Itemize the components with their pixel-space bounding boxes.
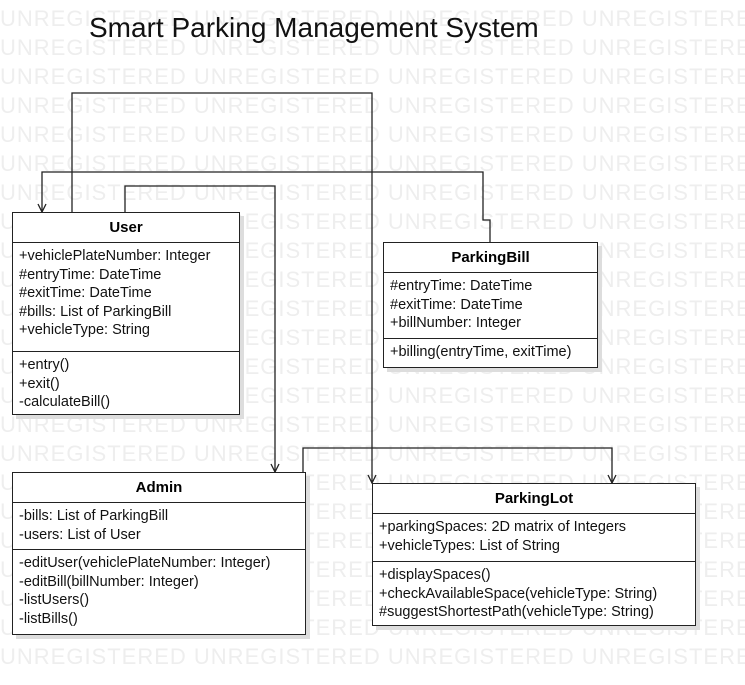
attribute: #bills: List of ParkingBill xyxy=(19,303,172,320)
class-parkinglot-operations: +displaySpaces() +checkAvailableSpace(ve… xyxy=(373,561,695,625)
class-parkingbill-attributes: #entryTime: DateTime #exitTime: DateTime… xyxy=(384,273,597,338)
attribute: #exitTime: DateTime xyxy=(390,296,523,313)
class-admin[interactable]: Admin -bills: List of ParkingBill -users… xyxy=(12,472,306,635)
attribute: #entryTime: DateTime xyxy=(19,266,162,283)
watermark-row: UNREGISTERED UNREGISTERED UNREGISTERED U… xyxy=(0,35,745,60)
operation: +exit() xyxy=(19,375,60,392)
class-parkingbill[interactable]: ParkingBill #entryTime: DateTime #exitTi… xyxy=(383,242,598,368)
operation: -listBills() xyxy=(19,610,78,627)
class-admin-name: Admin xyxy=(13,473,305,503)
operation: -listUsers() xyxy=(19,592,90,608)
attribute: +billNumber: Integer xyxy=(390,315,521,331)
operation: +entry() xyxy=(19,357,70,373)
watermark-row: UNREGISTERED UNREGISTERED UNREGISTERED U… xyxy=(0,6,745,31)
class-user[interactable]: User +vehiclePlateNumber: Integer #entry… xyxy=(12,212,240,415)
edge-user-parkinglot xyxy=(71,92,372,483)
operation: -editUser(vehiclePlateNumber: Integer) xyxy=(19,555,271,571)
class-user-operations: +entry() +exit() -calculateBill() xyxy=(13,351,239,415)
attribute: #exitTime: DateTime xyxy=(19,285,152,301)
watermark-row: UNREGISTERED UNREGISTERED UNREGISTERED U… xyxy=(0,64,745,89)
attribute: +vehicleType: String xyxy=(19,322,150,338)
class-parkinglot-name: ParkingLot xyxy=(373,484,695,514)
watermark-row: UNREGISTERED UNREGISTERED UNREGISTERED U… xyxy=(0,644,745,669)
operation: -calculateBill() xyxy=(19,394,111,410)
class-parkinglot-attributes: +parkingSpaces: 2D matrix of Integers +v… xyxy=(373,514,695,561)
attribute: +vehicleTypes: List of String xyxy=(379,537,560,554)
attribute: -bills: List of ParkingBill xyxy=(19,508,169,524)
attribute: +vehiclePlateNumber: Integer xyxy=(19,248,211,264)
edge-user-admin xyxy=(124,185,275,472)
operation: #suggestShortestPath(vehicleType: String… xyxy=(379,604,654,620)
operation: +displaySpaces() xyxy=(379,567,491,583)
operation: +checkAvailableSpace(vehicleType: String… xyxy=(379,585,658,602)
class-user-name: User xyxy=(13,213,239,243)
class-user-attributes: +vehiclePlateNumber: Integer #entryTime:… xyxy=(13,243,239,351)
operation: -editBill(billNumber: Integer) xyxy=(19,573,199,590)
class-parkinglot[interactable]: ParkingLot +parkingSpaces: 2D matrix of … xyxy=(372,483,696,626)
edge-parkingbill-user xyxy=(42,171,491,242)
attribute: -users: List of User xyxy=(19,526,141,543)
operation: +billing(entryTime, exitTime) xyxy=(390,344,572,360)
edge-admin-parkinglot xyxy=(302,447,612,483)
attribute: +parkingSpaces: 2D matrix of Integers xyxy=(379,519,627,535)
class-admin-attributes: -bills: List of ParkingBill -users: List… xyxy=(13,503,305,549)
class-parkingbill-name: ParkingBill xyxy=(384,243,597,273)
class-admin-operations: -editUser(vehiclePlateNumber: Integer) -… xyxy=(13,549,305,631)
class-parkingbill-operations: +billing(entryTime, exitTime) xyxy=(384,338,597,365)
attribute: #entryTime: DateTime xyxy=(390,278,533,294)
diagram-title: Smart Parking Management System xyxy=(89,12,539,43)
